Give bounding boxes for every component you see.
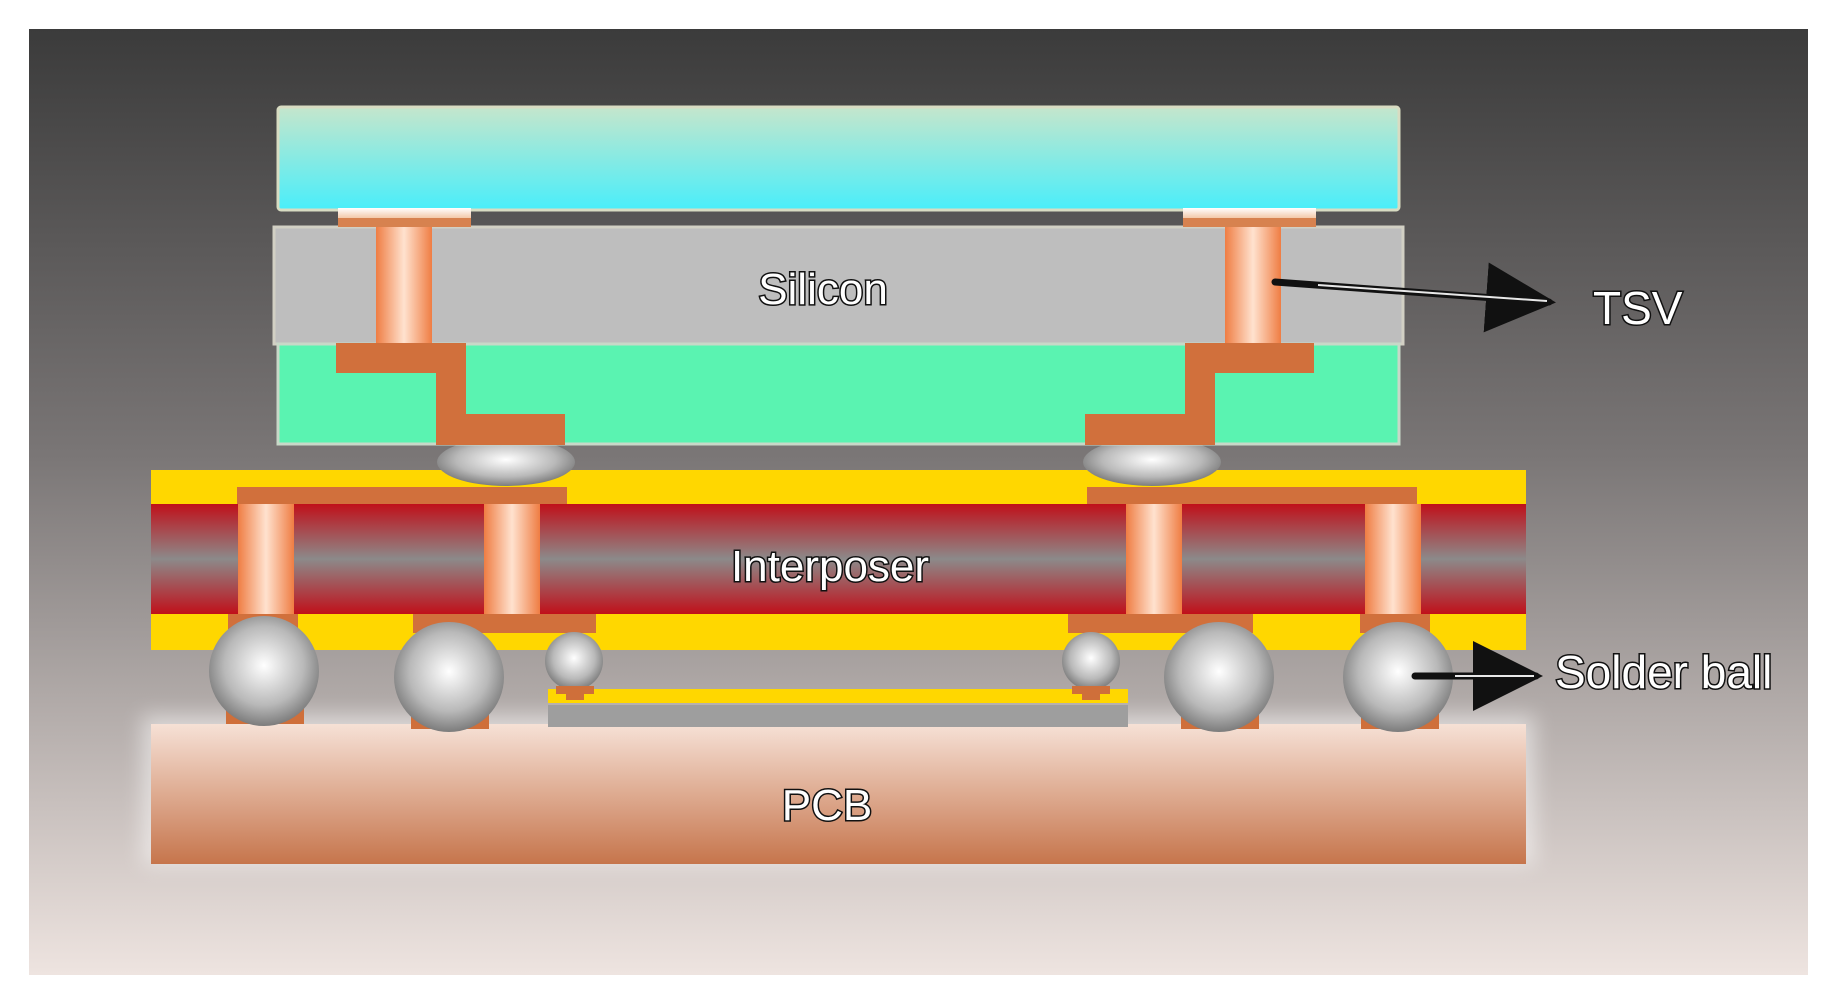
underfill-chip (548, 689, 1128, 727)
pcb-board (142, 715, 1535, 865)
silicon-label: Silicon (758, 265, 888, 314)
interposer-label: Interposer (731, 542, 929, 591)
micro-bumps (545, 632, 1120, 700)
solder-ball-label: Solder ball (1555, 646, 1772, 698)
pcb-label: PCB (782, 781, 872, 830)
tsv-top-pads (338, 208, 1316, 227)
tsv-label: TSV (1593, 282, 1683, 334)
silicon-layer (272, 225, 1405, 346)
die-bumps (437, 438, 1221, 486)
tsv-vias (376, 227, 1281, 344)
solder-balls (209, 616, 1453, 732)
interposer-vias (238, 504, 1421, 614)
interposer-top-pads (237, 487, 1417, 504)
redistribution-lines (336, 343, 1314, 445)
die-top-layer (276, 105, 1401, 212)
